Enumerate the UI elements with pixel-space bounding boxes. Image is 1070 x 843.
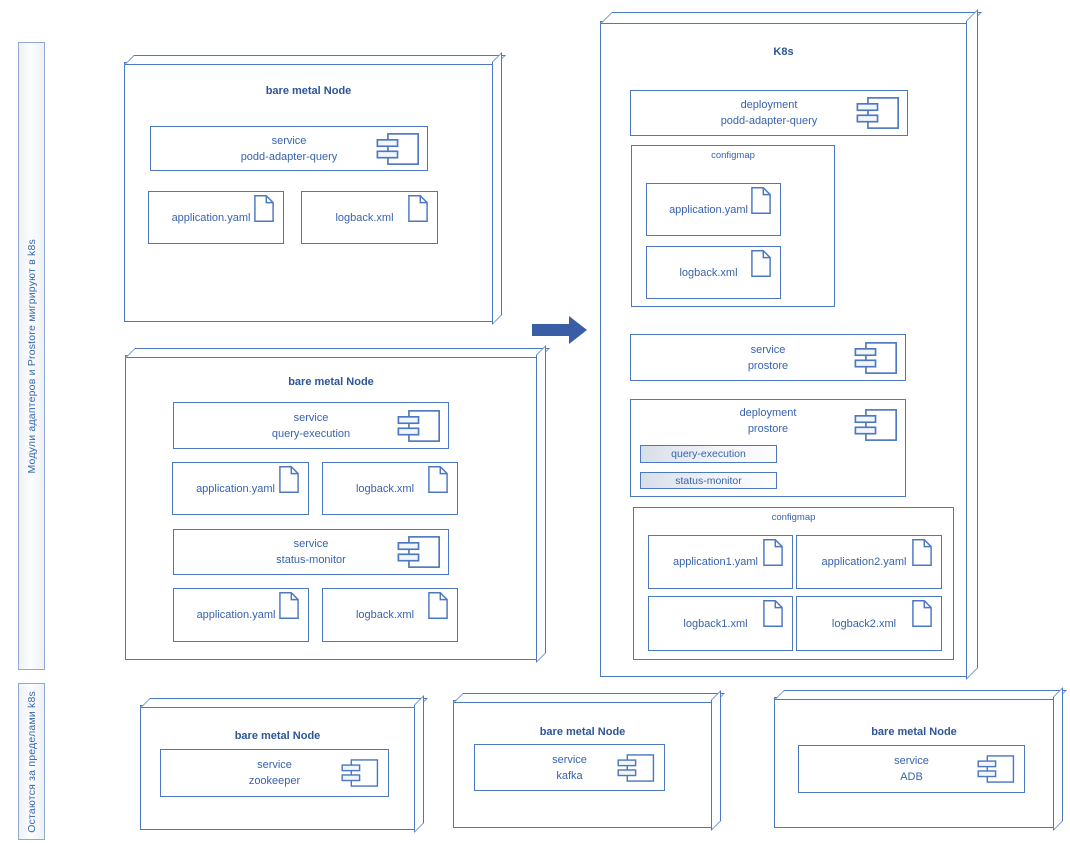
document-icon <box>751 250 771 277</box>
file-name-label: logback.xml <box>355 609 415 621</box>
deployment-kind-label: deployment <box>740 99 798 111</box>
file-name-label: application1.yaml <box>673 556 758 568</box>
service-name-label: zookeeper <box>248 775 301 787</box>
service-name-label: ADB <box>900 771 923 783</box>
node-adb-title: bare metal Node <box>871 726 957 738</box>
migration-arrow-icon <box>532 316 587 344</box>
component-icon <box>376 132 419 165</box>
service-adb: service ADB <box>798 745 1025 793</box>
file-logback-xml: logback.xml <box>301 191 438 244</box>
file-name-label: application2.yaml <box>821 556 907 568</box>
document-icon <box>912 539 932 566</box>
component-icon <box>397 409 440 442</box>
component-icon <box>977 755 1015 783</box>
file-application-yaml: application.yaml <box>172 462 309 515</box>
file-name-label: application.yaml <box>196 609 276 621</box>
file-name-label: logback.xml <box>679 266 738 279</box>
service-prostore: service prostore <box>630 334 906 381</box>
service-name-label: podd-adapter-query <box>240 150 338 163</box>
service-status-monitor: service status-monitor <box>173 529 449 575</box>
document-icon <box>254 195 274 222</box>
deployment-podd-adapter-query: deployment podd-adapter-query <box>630 90 908 136</box>
file-application-yaml: application.yaml <box>148 191 284 244</box>
service-kind-label: service <box>257 759 292 771</box>
document-icon <box>428 592 448 619</box>
file-logback2-xml: logback2.xml <box>796 596 942 651</box>
deployment-name-label: podd-adapter-query <box>720 115 818 127</box>
service-name-label: kafka <box>556 769 583 782</box>
service-kind-label: service <box>293 411 329 424</box>
node-kafka-title: bare metal Node <box>539 726 626 738</box>
deployment-prostore: deployment prostore query-execution stat… <box>630 399 906 497</box>
file-logback-xml: logback.xml <box>322 462 458 515</box>
pod-name-label: status-monitor <box>675 474 742 487</box>
band-migrate-label: Модули адаптеров и Prostore мигрируют в … <box>25 238 38 474</box>
service-podd-adapter-query: service podd-adapter-query <box>150 126 428 171</box>
configmap-label: configmap <box>771 512 816 523</box>
service-kind-label: service <box>552 753 587 766</box>
file-name-label: logback.xml <box>335 211 394 224</box>
file-application-yaml: application.yaml <box>646 183 781 236</box>
service-zookeeper: service zookeeper <box>160 749 389 797</box>
node-kafka: bare metal Node service kafka <box>453 700 712 828</box>
service-query-execution: service query-execution <box>173 402 449 449</box>
node-prostore-title: bare metal Node <box>288 376 374 388</box>
file-name-label: application.yaml <box>171 211 251 224</box>
configmap-label: configmap <box>711 150 755 161</box>
service-kafka: service kafka <box>474 744 665 791</box>
file-name-label: logback2.xml <box>831 617 897 630</box>
component-icon <box>854 409 897 441</box>
document-icon <box>279 592 299 619</box>
service-kind-label: service <box>271 134 307 147</box>
file-name-label: logback.xml <box>355 482 415 495</box>
file-logback-xml: logback.xml <box>322 588 458 642</box>
configmap-prostore: configmap application1.yaml application2… <box>633 507 954 660</box>
pod-status-monitor: status-monitor <box>640 472 777 489</box>
service-name-label: prostore <box>747 359 789 372</box>
document-icon <box>279 466 299 493</box>
node-prostore-modules: bare metal Node service query-execution … <box>125 355 537 660</box>
node-zookeeper: bare metal Node service zookeeper <box>140 705 415 830</box>
node-zookeeper-title: bare metal Node <box>234 730 321 742</box>
deployment-name-label: prostore <box>747 423 789 435</box>
node-adapter-title: bare metal Node <box>265 85 352 97</box>
service-kind-label: service <box>293 538 329 550</box>
component-icon <box>617 753 655 782</box>
band-outside-k8s: Остаются за пределами k8s <box>18 683 45 840</box>
service-name-label: status-monitor <box>276 554 346 566</box>
file-application2-yaml: application2.yaml <box>796 535 942 589</box>
component-icon <box>854 341 897 374</box>
component-icon <box>397 536 440 568</box>
document-icon <box>751 187 771 214</box>
service-kind-label: service <box>894 755 929 767</box>
document-icon <box>408 195 428 222</box>
file-name-label: application.yaml <box>669 203 748 216</box>
file-name-label: logback1.xml <box>683 617 748 630</box>
node-adb: bare metal Node service ADB <box>774 697 1054 828</box>
component-icon <box>341 759 379 787</box>
document-icon <box>428 466 448 493</box>
service-kind-label: service <box>750 343 786 356</box>
file-application1-yaml: application1.yaml <box>648 535 793 589</box>
pod-name-label: query-execution <box>671 448 746 460</box>
deployment-kind-label: deployment <box>739 407 797 419</box>
k8s-box: K8s deployment podd-adapter-query config… <box>600 21 967 677</box>
document-icon <box>763 600 783 627</box>
document-icon <box>763 539 783 566</box>
file-name-label: application.yaml <box>196 482 275 495</box>
file-logback1-xml: logback1.xml <box>648 596 793 651</box>
k8s-title: K8s <box>773 46 794 58</box>
node-adapter: bare metal Node service podd-adapter-que… <box>124 62 493 322</box>
file-application-yaml: application.yaml <box>173 588 309 642</box>
configmap-adapter: configmap application.yaml logback.xml <box>631 145 835 307</box>
band-outside-label: Остаются за пределами k8s <box>25 690 38 833</box>
component-icon <box>856 97 899 129</box>
service-name-label: query-execution <box>271 427 351 440</box>
file-logback-xml: logback.xml <box>646 246 781 299</box>
band-migrate-to-k8s: Модули адаптеров и Prostore мигрируют в … <box>18 42 45 670</box>
pod-query-execution: query-execution <box>640 445 777 463</box>
document-icon <box>912 600 932 627</box>
